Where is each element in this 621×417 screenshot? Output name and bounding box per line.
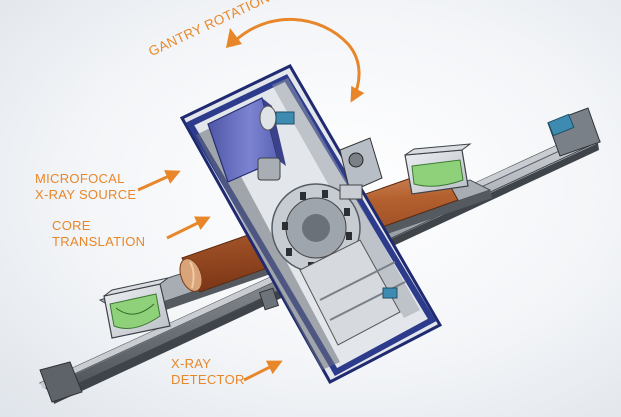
label-line: X-RAY SOURCE xyxy=(35,187,137,202)
label-line: X-RAY xyxy=(171,356,212,371)
top-motor xyxy=(259,105,295,131)
label-line: TRANSLATION xyxy=(52,234,146,249)
core-arrow xyxy=(166,216,211,240)
left-core-holder xyxy=(103,277,171,339)
label-line: DETECTOR xyxy=(171,372,245,387)
right-core-holder xyxy=(404,143,472,195)
label-xray-source: MICROFOCAL X-RAY SOURCE xyxy=(35,171,136,203)
label-line: MICROFOCAL xyxy=(35,171,125,186)
label-core-translation: CORE TRANSLATION xyxy=(52,218,145,250)
label-line: CORE xyxy=(52,218,91,233)
gantry-rotation-arrow xyxy=(235,18,365,103)
source-arrow xyxy=(137,170,181,192)
detector-camera xyxy=(339,137,383,200)
label-xray-detector: X-RAY DETECTOR xyxy=(171,356,245,388)
detector-arrow xyxy=(243,360,283,382)
